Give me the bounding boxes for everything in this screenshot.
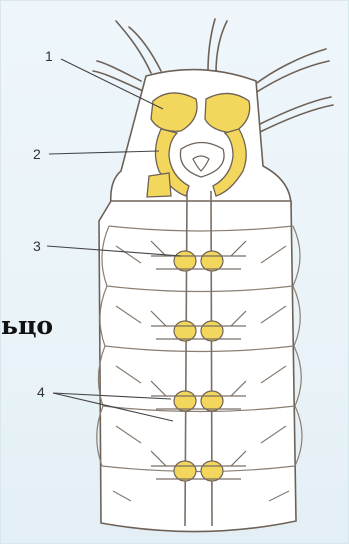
label-3: 3 [33,239,41,253]
antenna-right-top [249,49,326,89]
antenna-right-top-2 [249,61,329,97]
body-outline [99,201,296,532]
label-4: 4 [37,385,45,399]
label-2: 2 [33,147,41,161]
label-1: 1 [45,49,53,63]
head-segment [111,70,291,206]
antenna-right-low [256,97,331,126]
antenna-center-2 [216,21,227,73]
antenna-left-side-2 [93,71,143,91]
partial-word-text: ьцо [1,313,53,338]
antenna-left-top [116,21,151,73]
antenna-center [208,19,215,71]
antenna-left-top-2 [129,27,161,71]
antenna-left-side [97,61,141,81]
